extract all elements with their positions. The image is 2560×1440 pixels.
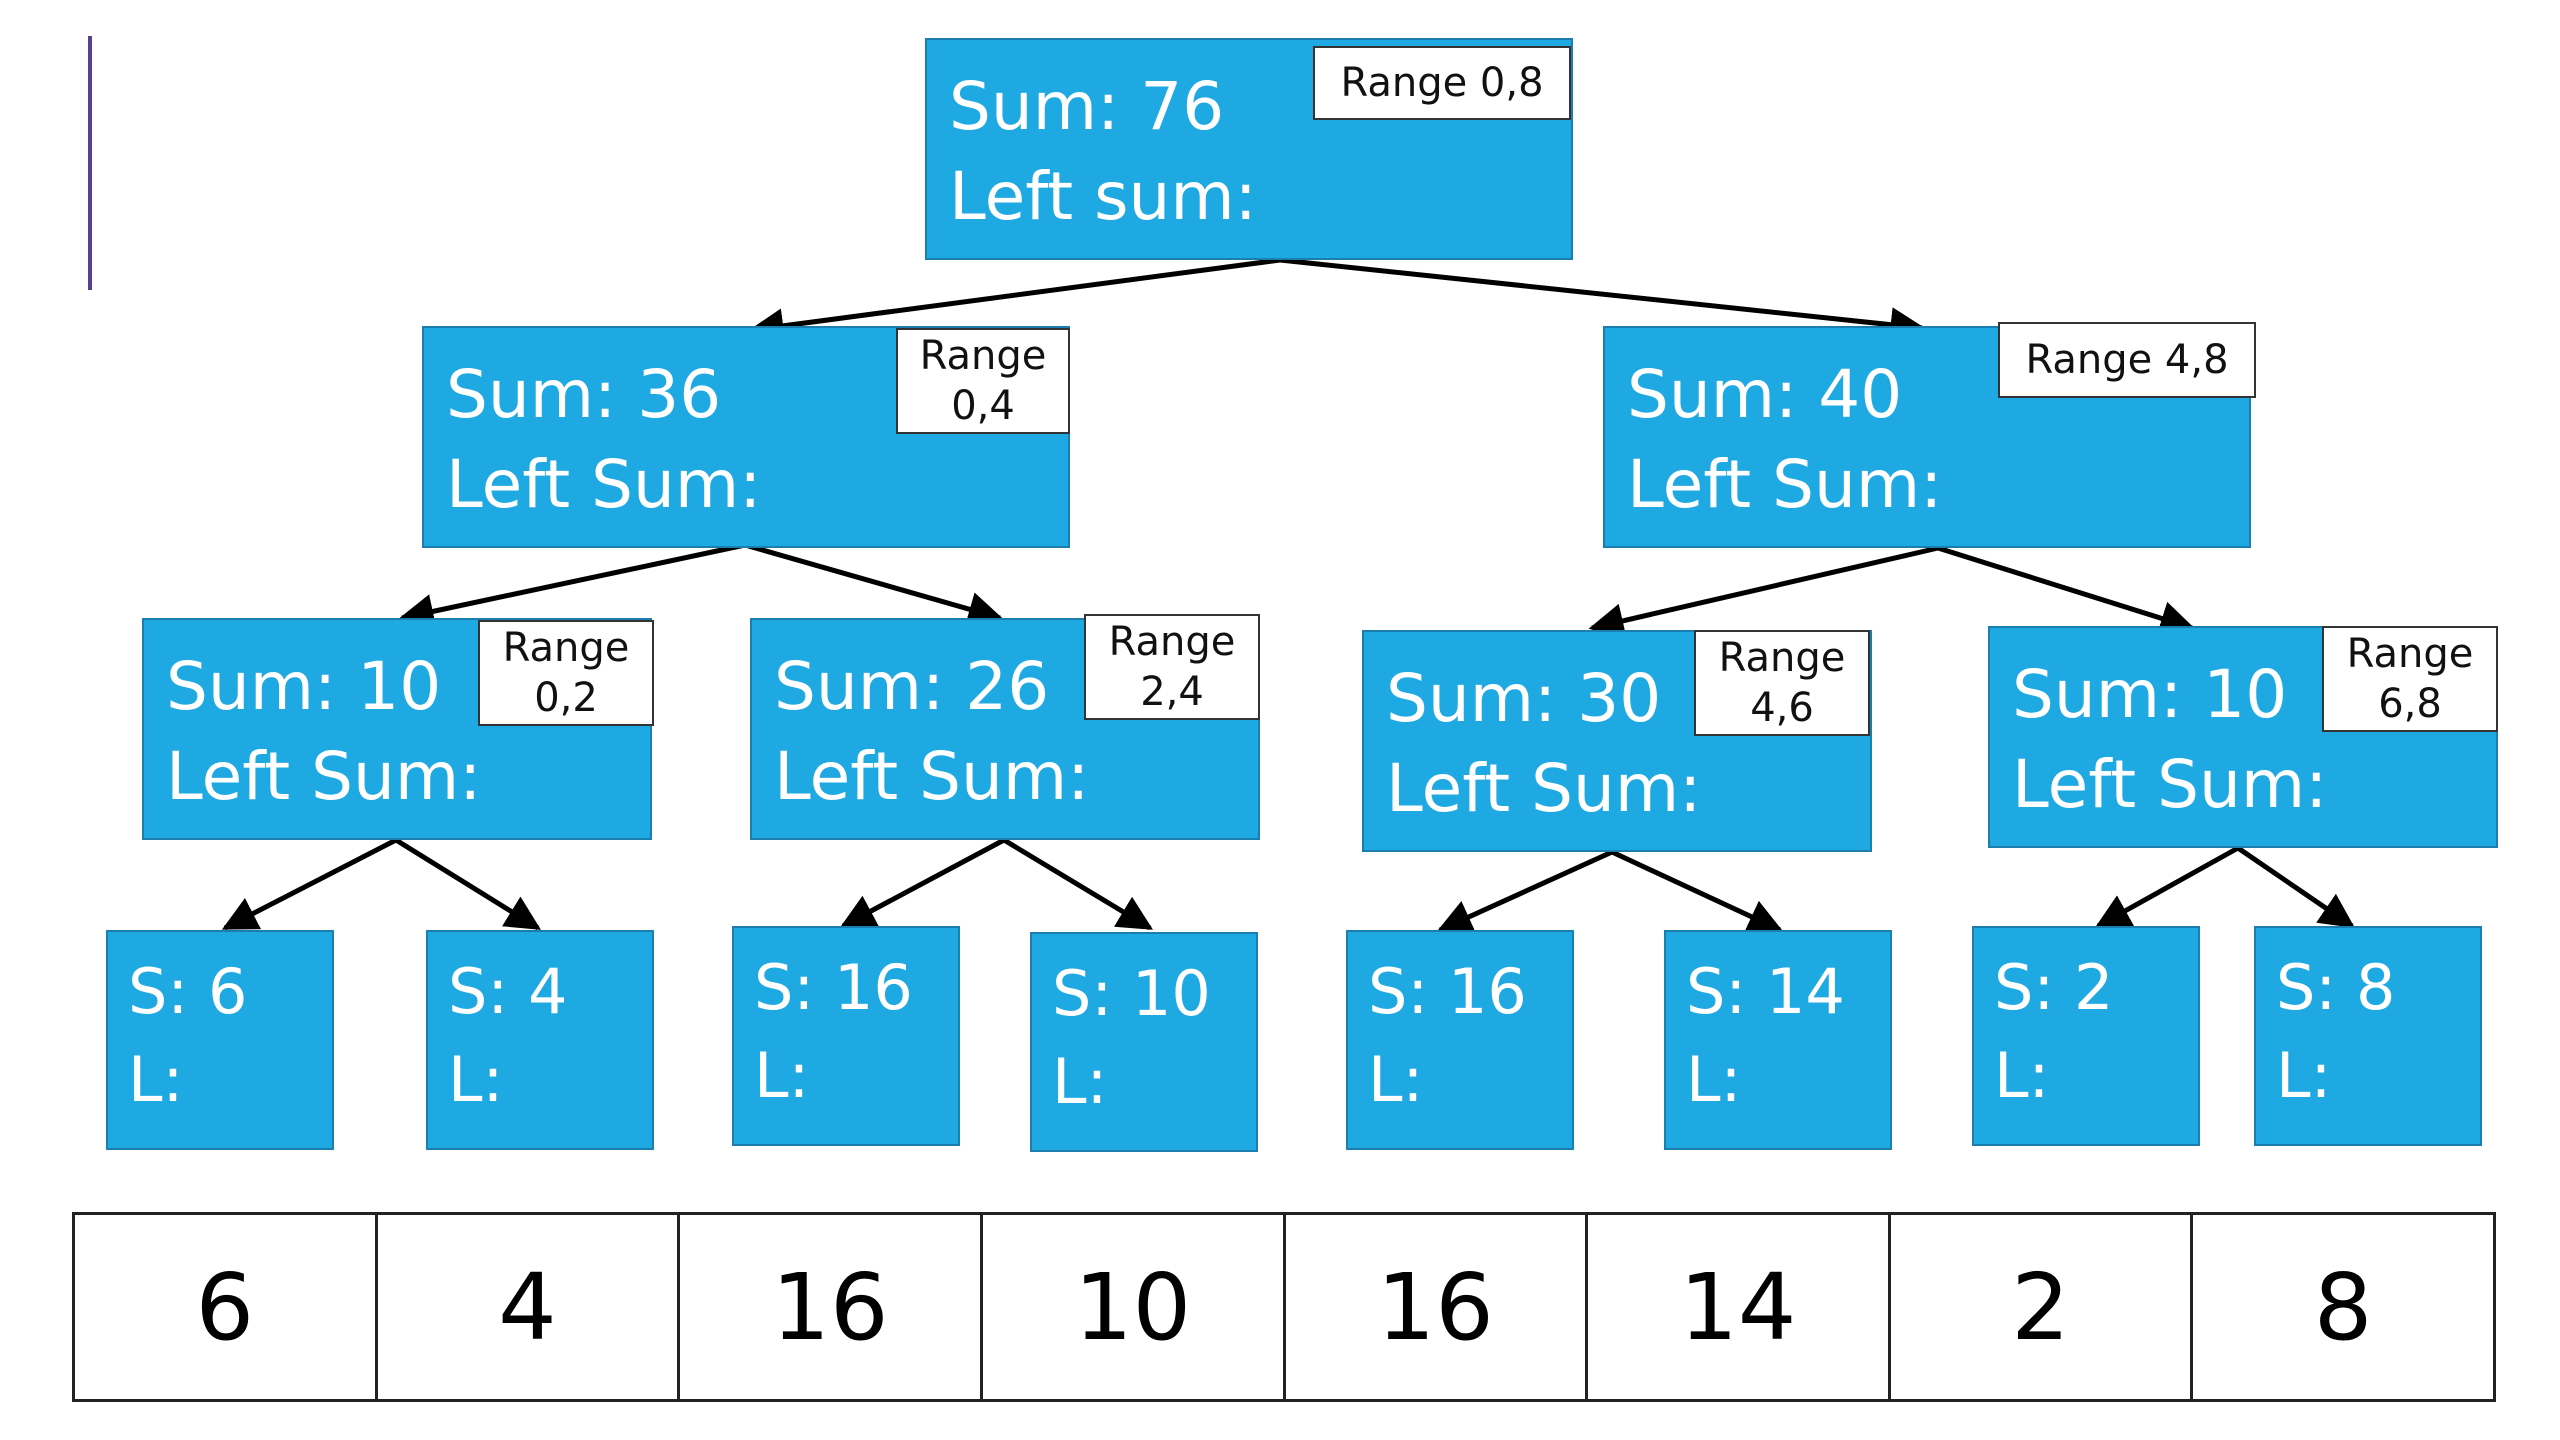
edge-48-46 <box>1588 545 1939 638</box>
leaf-left-label: L: <box>754 1039 810 1112</box>
leaf-node-3: S: 10 L: <box>1030 932 1258 1152</box>
leaf-sum-label: S: 8 <box>2276 951 2396 1024</box>
input-array: 6 4 16 10 16 14 2 8 <box>72 1212 2496 1402</box>
node-left-sum-label: Left Sum: <box>1627 446 1943 523</box>
array-cell: 2 <box>1891 1215 2194 1399</box>
edge-48-68 <box>1937 545 2196 636</box>
range-label-4-8: Range 4,8 <box>1998 322 2256 398</box>
node-left-sum-label: Left Sum: <box>446 446 762 523</box>
node-left-sum-label: Left Sum: <box>166 738 482 815</box>
accent-bar <box>88 36 92 290</box>
leaf-left-label: L: <box>2276 1039 2332 1112</box>
edge-04-02 <box>398 542 746 629</box>
leaf-left-label: L: <box>128 1043 184 1116</box>
edge-04-24 <box>744 542 1004 627</box>
leaf-left-label: L: <box>1368 1043 1424 1116</box>
edge-02-l0 <box>221 837 398 931</box>
edge-24-l2 <box>839 837 1006 929</box>
node-left-sum-label: Left Sum: <box>1386 750 1702 827</box>
leaf-node-1: S: 4 L: <box>426 930 654 1150</box>
node-sum-label: Sum: 26 <box>774 648 1050 725</box>
edge-24-l3 <box>1002 837 1153 931</box>
node-sum-label: Sum: 36 <box>446 356 722 433</box>
node-left-sum-label: Left Sum: <box>2012 746 2328 823</box>
leaf-node-2: S: 16 L: <box>732 926 960 1146</box>
range-label-2-4: Range 2,4 <box>1084 614 1260 720</box>
leaf-left-label: L: <box>1994 1039 2050 1112</box>
array-cell: 16 <box>680 1215 983 1399</box>
leaf-left-label: L: <box>448 1043 504 1116</box>
range-label-6-8: Range 6,8 <box>2322 626 2498 732</box>
leaf-node-7: S: 8 L: <box>2254 926 2482 1146</box>
edge-68-l6 <box>2094 845 2240 929</box>
edge-46-l4 <box>1436 849 1614 933</box>
node-range-2-4: Sum: 26 Left Sum: <box>750 618 1260 840</box>
array-cell: 4 <box>378 1215 681 1399</box>
leaf-sum-label: S: 10 <box>1052 957 1211 1030</box>
edge-46-l5 <box>1610 849 1784 933</box>
range-label-0-8: Range 0,8 <box>1313 46 1571 120</box>
node-sum-label: Sum: 30 <box>1386 660 1662 737</box>
range-label-0-4: Range 0,4 <box>896 328 1070 434</box>
leaf-left-label: L: <box>1052 1045 1108 1118</box>
range-label-4-6: Range 4,6 <box>1694 630 1870 736</box>
node-left-sum-label: Left Sum: <box>774 738 1090 815</box>
array-cell: 10 <box>983 1215 1286 1399</box>
leaf-node-4: S: 16 L: <box>1346 930 1574 1150</box>
leaf-left-label: L: <box>1686 1043 1742 1116</box>
node-sum-label: Sum: 10 <box>166 648 442 725</box>
node-sum-label: Sum: 10 <box>2012 656 2288 733</box>
leaf-sum-label: S: 16 <box>1368 955 1527 1028</box>
range-label-0-2: Range 0,2 <box>478 620 654 726</box>
leaf-node-0: S: 6 L: <box>106 930 334 1150</box>
array-cell: 16 <box>1286 1215 1589 1399</box>
edge-root-right <box>1279 257 1926 343</box>
edge-02-l1 <box>394 837 541 931</box>
array-cell: 8 <box>2313 1253 2373 1361</box>
leaf-sum-label: S: 14 <box>1686 955 1845 1028</box>
leaf-node-6: S: 2 L: <box>1972 926 2200 1146</box>
leaf-sum-label: S: 16 <box>754 951 913 1024</box>
node-sum-label: Sum: 40 <box>1627 356 1903 433</box>
array-cell: 6 <box>75 1215 378 1399</box>
leaf-sum-label: S: 4 <box>448 955 568 1028</box>
node-left-sum-label: Left sum: <box>949 158 1257 235</box>
edge-root-left <box>748 257 1281 344</box>
node-sum-label: Sum: 76 <box>949 68 1225 145</box>
leaf-sum-label: S: 2 <box>1994 951 2114 1024</box>
leaf-node-5: S: 14 L: <box>1664 930 1892 1150</box>
array-cell: 14 <box>1588 1215 1891 1399</box>
edge-68-l7 <box>2236 845 2355 929</box>
leaf-sum-label: S: 6 <box>128 955 248 1028</box>
